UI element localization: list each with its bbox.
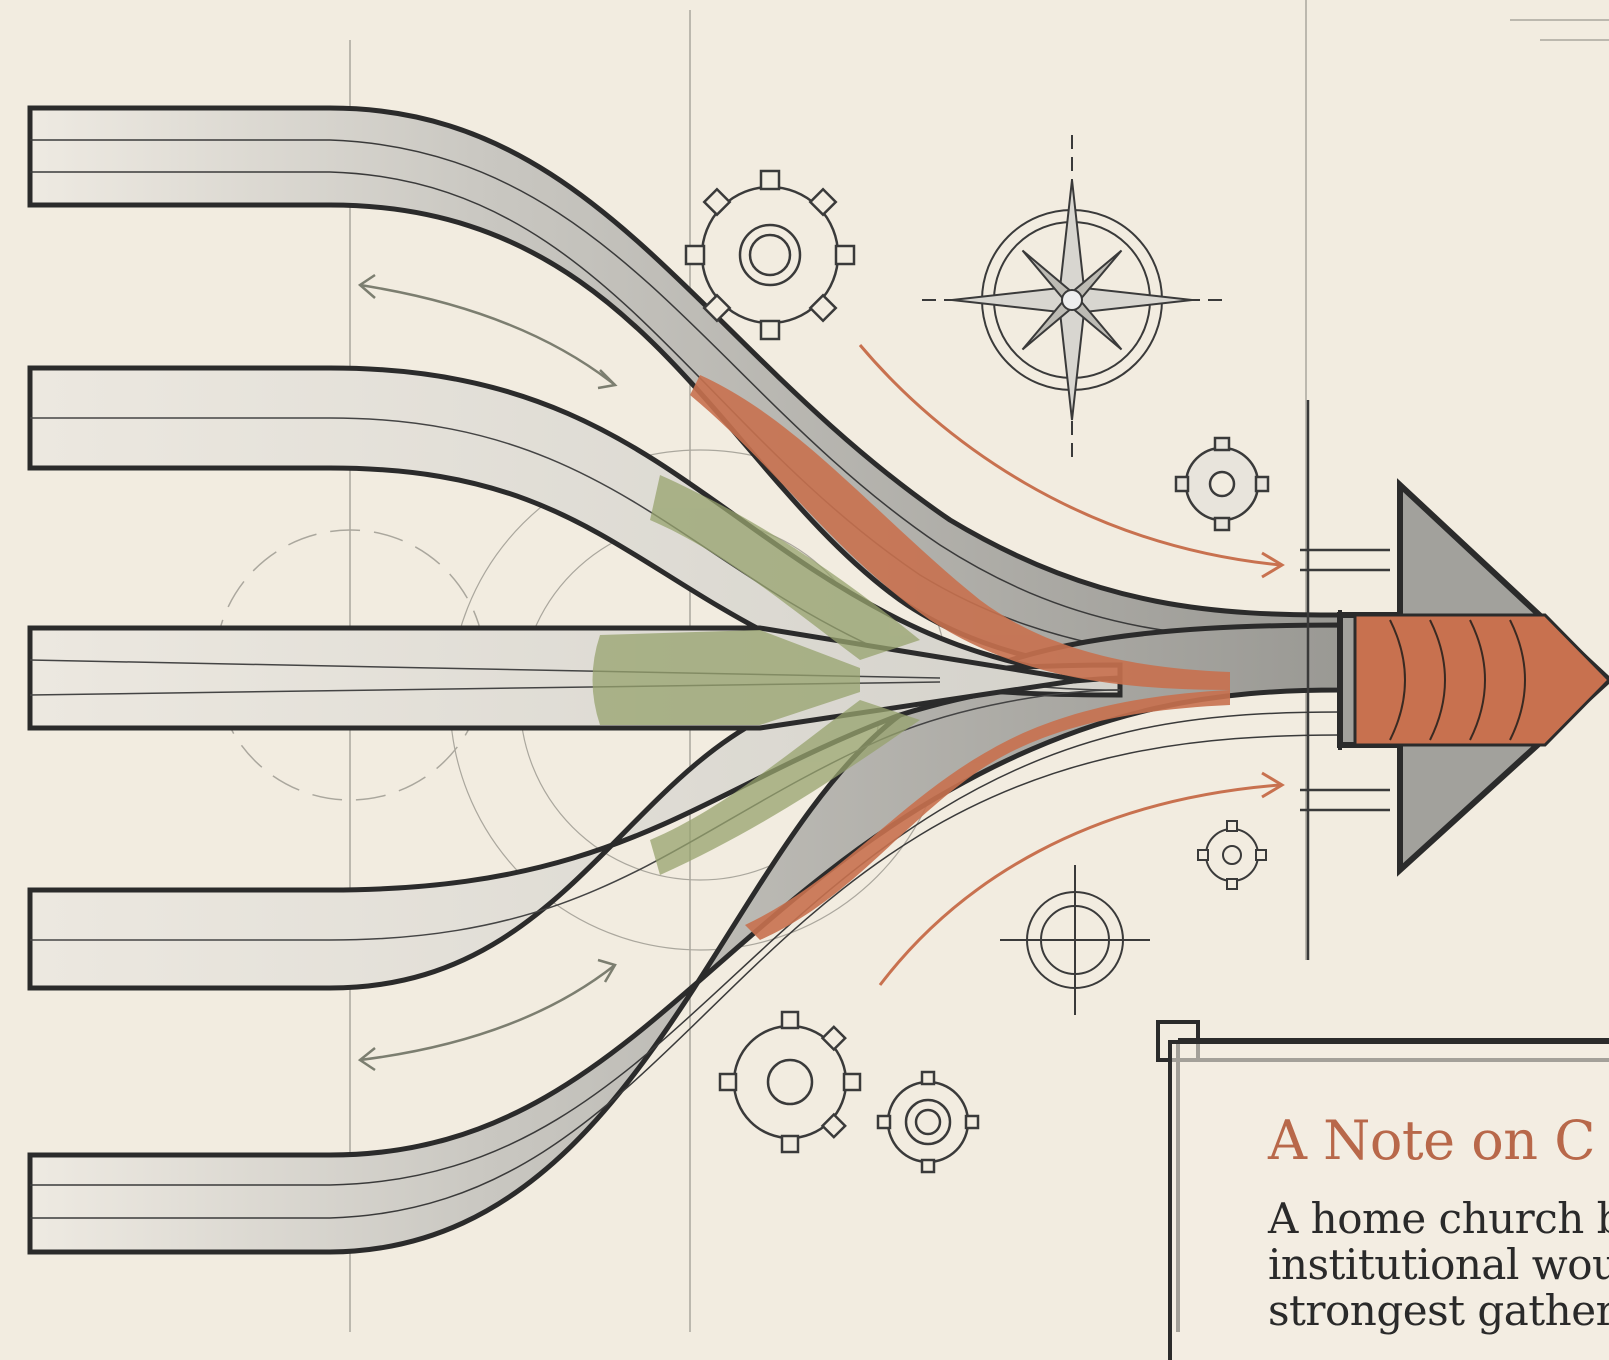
gear-icon	[1174, 436, 1270, 532]
terracotta-ribbons	[690, 375, 1230, 940]
gear-icon	[876, 1070, 980, 1174]
curved-arrows	[357, 273, 618, 1072]
gear-icon	[1197, 820, 1267, 890]
sage-wash	[592, 475, 920, 875]
note-title: A Note on C	[1268, 1109, 1596, 1172]
note-line: institutional wou	[1268, 1240, 1609, 1290]
flow-arrows	[858, 344, 1285, 986]
note-line: strongest gatheri	[1268, 1286, 1609, 1336]
ruler-bracket	[1300, 400, 1390, 960]
gear-icon	[684, 169, 856, 341]
note-card: A Note on C A home church bu institution…	[1168, 1040, 1609, 1360]
note-body: A home church bu institutional wou stron…	[1268, 1194, 1609, 1336]
gear-icon	[718, 1010, 862, 1154]
arrow-head-icon	[1337, 478, 1609, 877]
compass-icon	[922, 135, 1222, 465]
note-line: A home church bu	[1268, 1194, 1609, 1243]
crosshair-icon	[1000, 865, 1150, 1015]
